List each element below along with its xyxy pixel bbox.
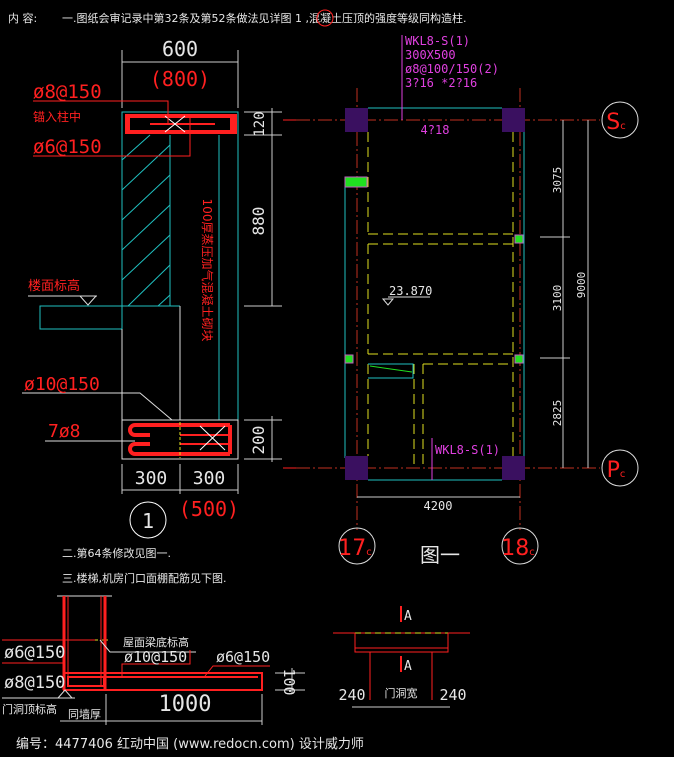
beam-bottom-label: WKL8-S(1) bbox=[435, 443, 500, 457]
highlight-circle bbox=[316, 9, 334, 27]
label-stirrup: ø6@150 bbox=[33, 136, 102, 158]
dim-300-b: 300 bbox=[193, 468, 226, 489]
door-section bbox=[333, 606, 470, 708]
header-note: 一.图纸会审记录中第32条及第52条做法见详图 1 ,混凝土压顶的强度等级同构造… bbox=[62, 11, 466, 25]
dim-300-a: 300 bbox=[135, 468, 168, 489]
roof-beam-elevation: 屋面梁底标高 bbox=[123, 635, 189, 649]
dim-3075: 3075 bbox=[551, 167, 564, 194]
bar-label: 4?18 bbox=[421, 123, 450, 137]
dim-1000: 1000 bbox=[159, 692, 212, 717]
axis-s: Sc bbox=[606, 110, 625, 135]
dim-800: (800) bbox=[150, 67, 210, 91]
d2-label-slab-bar: ø10@150 bbox=[124, 648, 187, 666]
detail-number: 1 bbox=[142, 509, 154, 533]
axis-17: 17c bbox=[338, 536, 372, 561]
dim-240-left: 240 bbox=[338, 686, 365, 704]
dim-120: 120 bbox=[252, 111, 268, 136]
d2-label-stirrup: ø6@150 bbox=[4, 643, 65, 663]
d2-label-bar: ø8@150 bbox=[4, 673, 65, 693]
plan-title: 图一 bbox=[420, 543, 460, 567]
note-3: 三.楼梯,机房门口面棚配筋见下图. bbox=[62, 571, 227, 585]
floor-elevation-label: 楼面标高 bbox=[28, 278, 80, 294]
label-bottom-stirrup: ø10@150 bbox=[24, 374, 100, 395]
axis-p: Pc bbox=[607, 458, 626, 483]
header-prefix: 内 容: bbox=[8, 11, 37, 25]
label-bottom-bar: 7ø8 bbox=[48, 421, 81, 442]
dim-4200: 4200 bbox=[424, 499, 453, 513]
beam-top-annotation: WKL8-S(1) 300X500 ø8@100/150(2) 3?16 *2?… bbox=[405, 34, 506, 90]
axis-18: 18c bbox=[501, 536, 535, 561]
dim-100: 100 bbox=[280, 668, 298, 695]
plan-view bbox=[296, 35, 639, 565]
dim-9000: 9000 bbox=[575, 272, 588, 299]
section-mark-a-bottom: A bbox=[404, 659, 412, 674]
note-2: 二.第64条修改见图一. bbox=[62, 546, 171, 560]
d2-label-slab-stirrup: ø6@150 bbox=[216, 648, 270, 666]
wall-note: 100厚蒸压加气混凝土砌块 bbox=[200, 199, 215, 342]
dim-200: 200 bbox=[249, 426, 268, 455]
label-anchor: 锚入柱中 bbox=[33, 109, 81, 124]
dim-600: 600 bbox=[162, 37, 198, 61]
dim-240-right: 240 bbox=[439, 686, 466, 704]
wall-thickness: 同墙厚 bbox=[68, 707, 101, 721]
detail-1 bbox=[22, 50, 296, 539]
door-top-elevation: 门洞顶标高 bbox=[2, 702, 57, 716]
dim-2825: 2825 bbox=[551, 400, 564, 427]
elevation-value: 23.870 bbox=[389, 284, 432, 298]
detail-2 bbox=[2, 595, 305, 725]
dim-500: (500) bbox=[179, 497, 239, 521]
section-mark-a-top: A bbox=[404, 609, 412, 624]
label-top-bar: ø8@150 bbox=[33, 81, 102, 103]
dim-880: 880 bbox=[249, 207, 268, 236]
door-width-label: 门洞宽 bbox=[385, 686, 418, 700]
footer-watermark: 编号：4477406 红动中国 (www.redocn.com) 设计威力师 bbox=[16, 736, 364, 752]
dim-3100: 3100 bbox=[551, 285, 564, 312]
